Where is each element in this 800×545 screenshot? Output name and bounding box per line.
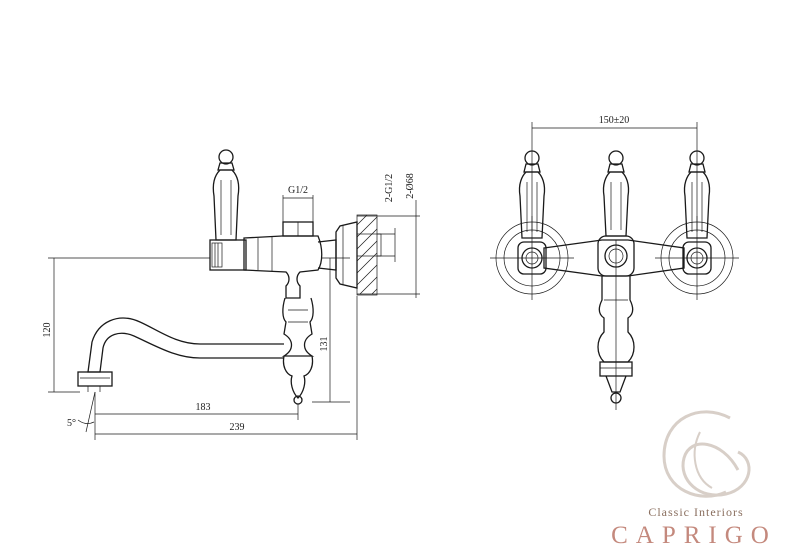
spout	[87, 317, 284, 373]
dim-angle-label: 5°	[67, 418, 76, 429]
dim-inlet: G1/2	[282, 185, 314, 222]
side-view: G1/2 2-G1/2 2-Ø68 120 131	[42, 149, 420, 440]
dim-inlet-label: G1/2	[288, 185, 308, 196]
dim-thread-label: 2-G1/2	[384, 174, 395, 202]
front-view: 150±20	[490, 115, 739, 410]
handle-right	[683, 150, 711, 239]
brand-tagline: Classic Interiors	[648, 505, 743, 519]
brand-logo: Classic Interiors CAPRIGO	[611, 410, 777, 545]
wall-flange	[335, 221, 358, 289]
dim-body-height-label: 131	[319, 337, 330, 352]
dim-centers-label: 150±20	[599, 115, 630, 126]
body-finial	[282, 355, 314, 399]
cross-bar	[543, 239, 685, 277]
dim-height: 120	[42, 257, 210, 393]
lever-collar	[209, 239, 247, 271]
rosette-left	[490, 216, 574, 300]
dim-reach-spout: 183	[95, 402, 299, 420]
dim-diameter: 2-Ø68	[357, 173, 420, 298]
dim-body-height: 131	[312, 257, 350, 403]
dim-reach-spout-label: 183	[196, 402, 211, 413]
handle-center	[602, 150, 630, 237]
dim-reach-total: 239	[94, 296, 358, 440]
aerator	[77, 371, 113, 387]
dim-diameter-label: 2-Ø68	[405, 173, 416, 199]
brand-name: CAPRIGO	[611, 522, 777, 545]
handle-left	[518, 150, 546, 239]
brand-monogram-icon	[662, 410, 751, 498]
dim-angle: 5°	[67, 391, 96, 433]
dim-height-label: 120	[42, 323, 53, 338]
rosette-right	[655, 216, 739, 300]
dim-reach-total-label: 239	[230, 422, 245, 433]
dim-thread: 2-G1/2	[377, 174, 396, 262]
wall-section	[356, 214, 378, 296]
lever-handle-side	[212, 169, 240, 241]
dim-centers: 150±20	[531, 115, 698, 232]
valve-body	[243, 235, 323, 299]
